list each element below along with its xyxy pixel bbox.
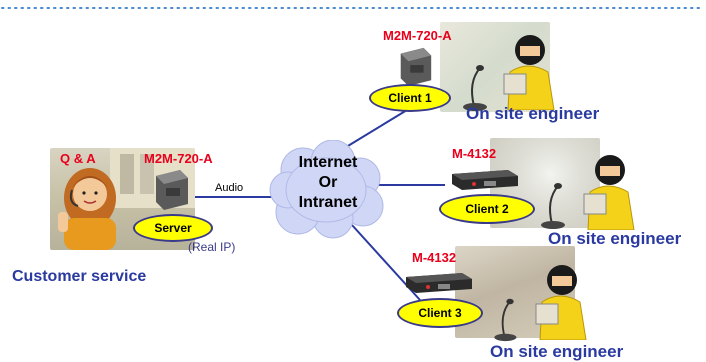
- site-1-microphone: [460, 62, 500, 112]
- site-2-device-label: M-4132: [452, 146, 497, 161]
- site-2-caption: On site engineer: [548, 229, 682, 248]
- engineer-2-illustration: [578, 148, 643, 231]
- site-2-client-badge: Client 2: [439, 194, 535, 224]
- audio-label: Audio: [215, 182, 244, 194]
- customer-service-photo: [50, 148, 195, 250]
- site-3-device: [402, 269, 474, 295]
- site-1-client-badge: Client 1: [369, 84, 451, 112]
- site-2-device: [448, 166, 520, 192]
- site-1-device: [395, 46, 435, 86]
- site-3-device-label: M-4132: [412, 250, 457, 265]
- site-1-device-label: M2M-720-A: [383, 28, 452, 43]
- cloud-line-2: Or: [318, 174, 338, 191]
- dotted-border: [1, 7, 705, 9]
- customer-service-caption: Customer service: [12, 268, 147, 285]
- cloud-line-1: Internet: [298, 154, 358, 171]
- cloud-line-3: Intranet: [298, 194, 358, 211]
- site-1-caption: On site engineer: [466, 104, 600, 123]
- engineer-1-illustration: [498, 28, 563, 111]
- site-2-microphone: [538, 180, 578, 230]
- real-ip-label: (Real IP): [188, 240, 236, 254]
- site-3-caption: On site engineer: [490, 342, 624, 361]
- engineer-3-illustration: [530, 258, 595, 341]
- server-device: [150, 168, 192, 210]
- site-3-client-badge: Client 3: [397, 298, 483, 328]
- server-device-label: M2M-720-A: [144, 151, 213, 166]
- server-badge: Server: [133, 214, 213, 242]
- cloud-label: Internet Or Intranet: [278, 153, 378, 213]
- operator-illustration: [58, 148, 195, 250]
- internet-cloud: [269, 140, 384, 239]
- site-3-microphone: [490, 296, 530, 342]
- qa-label: Q & A: [60, 151, 96, 166]
